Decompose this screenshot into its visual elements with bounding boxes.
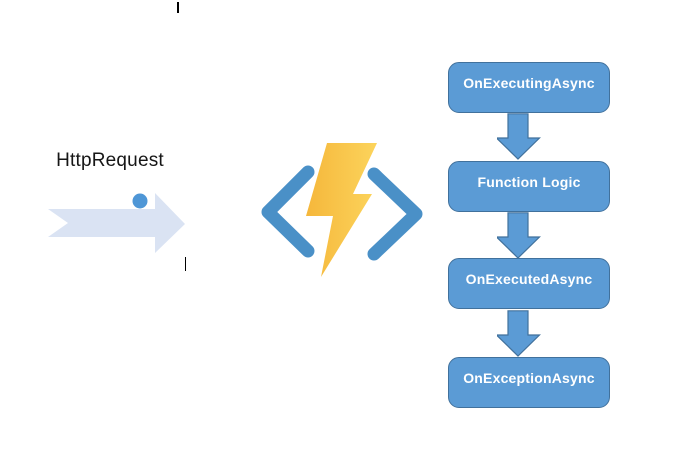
request-dot-icon [132, 193, 148, 209]
flow-step-label: OnExecutedAsync [465, 270, 593, 287]
flow-step-onexecutedasync: OnExecutedAsync [448, 258, 610, 309]
down-arrow-icon [497, 212, 541, 259]
lightning-bolt-icon [306, 143, 377, 277]
text-caret-top-icon [177, 2, 179, 13]
azure-functions-icon [261, 143, 423, 277]
down-arrow-connector-3 [497, 310, 541, 357]
flow-step-label: OnExecutingAsync [463, 74, 595, 91]
flow-step-label: Function Logic [477, 173, 581, 190]
flow-step-label: OnExceptionAsync [463, 369, 595, 386]
code-brackets-icon [261, 165, 423, 261]
down-arrow-icon [497, 113, 541, 160]
text-caret-icon [184, 257, 186, 271]
flow-step-onexecutingasync: OnExecutingAsync [448, 62, 610, 113]
down-arrow-connector-1 [497, 113, 541, 160]
down-arrow-connector-2 [497, 212, 541, 259]
flow-step-function-logic: Function Logic [448, 161, 610, 212]
notched-right-arrow-icon [48, 193, 185, 253]
down-arrow-icon [497, 310, 541, 357]
flow-step-onexceptionasync: OnExceptionAsync [448, 357, 610, 408]
http-request-label: HttpRequest [56, 150, 164, 171]
http-request-arrow [48, 193, 185, 253]
